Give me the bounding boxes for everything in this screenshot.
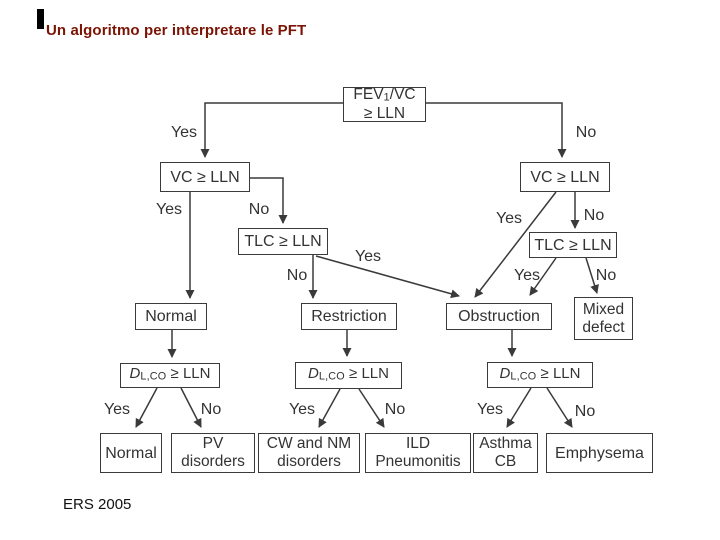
node-mixed-defect: Mixed defect <box>574 297 633 340</box>
slide-title: Un algoritmo per interpretare le PFT <box>46 22 307 39</box>
node-ild-pneumonitis: ILD Pneumonitis <box>365 433 471 473</box>
edge-fev-no <box>426 102 567 158</box>
edge-dlcomid-no <box>358 388 385 428</box>
node-fev1-vc-line1: FEV1/VC <box>353 86 416 104</box>
label-fev-yes: Yes <box>170 124 198 141</box>
node-vc-left: VC ≥ LLN <box>160 162 250 192</box>
label-dlcoleft-no: No <box>200 401 222 418</box>
dlco-text: DL,CO≥ LLN <box>129 365 211 383</box>
edge-fev-yes <box>200 102 343 158</box>
dlco-text: DL,CO≥ LLN <box>308 365 389 383</box>
node-dlco-left: DL,CO≥ LLN <box>120 363 220 388</box>
label-vcleft-no: No <box>248 201 270 218</box>
accent-bar <box>37 9 44 29</box>
node-fev1-vc-line2: ≥ LLN <box>363 104 406 122</box>
edge-tlcleft-yes <box>315 255 460 299</box>
node-obstruction: Obstruction <box>446 303 552 330</box>
label-dlcoright-no: No <box>574 403 596 420</box>
label-dlcoright-yes: Yes <box>476 401 504 418</box>
dlco-text: DL,CO≥ LLN <box>499 364 581 383</box>
edge-dlcoright-no <box>546 387 573 428</box>
node-tlc-left: TLC ≥ LLN <box>238 228 328 255</box>
label-vcright-yes: Yes <box>495 210 523 227</box>
edge-dlcomid-yes <box>318 388 341 428</box>
label-tlcright-no: No <box>595 267 617 284</box>
node-fev1-vc: FEV1/VC ≥ LLN <box>343 87 426 122</box>
label-tlcleft-no: No <box>286 267 308 284</box>
node-cw-nm-disorders: CW and NM disorders <box>258 433 360 473</box>
edge-dlcoright-yes <box>506 387 532 428</box>
source-credit: ERS 2005 <box>63 496 132 513</box>
label-fev-no: No <box>575 124 597 141</box>
label-dlcomid-yes: Yes <box>288 401 316 418</box>
node-asthma-cb: Asthma CB <box>473 433 538 473</box>
node-dlco-right: DL,CO≥ LLN <box>487 362 593 388</box>
label-tlcleft-yes: Yes <box>354 248 382 265</box>
node-tlc-right: TLC ≥ LLN <box>529 232 617 258</box>
node-normal-final: Normal <box>100 433 162 473</box>
label-dlcoleft-yes: Yes <box>103 401 131 418</box>
edge-dlcoleft-no <box>180 387 202 428</box>
edge-dlcoleft-yes <box>135 387 158 428</box>
label-vcleft-yes: Yes <box>155 201 183 218</box>
label-tlcright-yes: Yes <box>513 267 541 284</box>
node-restriction: Restriction <box>301 303 397 330</box>
node-vc-right: VC ≥ LLN <box>520 162 610 192</box>
node-emphysema: Emphysema <box>546 433 653 473</box>
node-normal: Normal <box>135 303 207 330</box>
label-dlcomid-no: No <box>384 401 406 418</box>
node-dlco-mid: DL,CO≥ LLN <box>295 362 402 389</box>
node-pv-disorders: PV disorders <box>171 433 255 473</box>
label-vcright-no: No <box>583 207 605 224</box>
